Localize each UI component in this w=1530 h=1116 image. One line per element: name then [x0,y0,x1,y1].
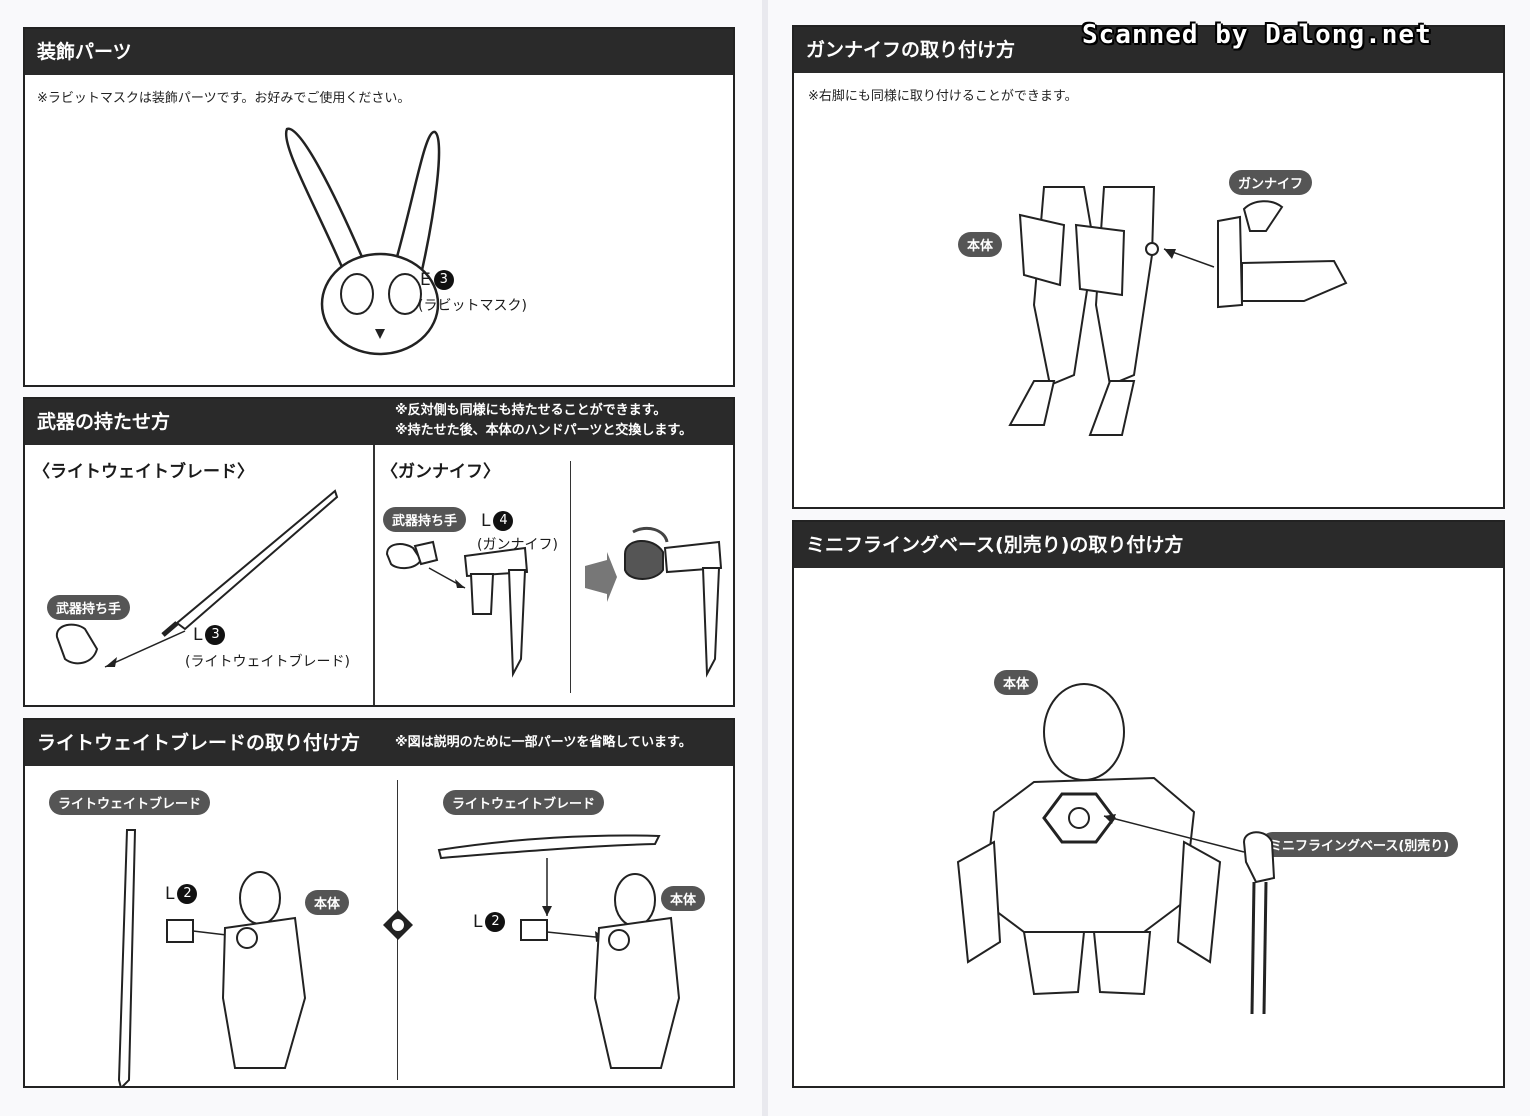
blade-part-name: (ライトウェイトブレード) [185,654,350,670]
blade-attach-title: ライトウェイトブレードの取り付け方 [25,720,733,766]
gun-hand-tag: 武器持ち手 [383,507,467,532]
blade-hold-illustration [55,489,339,668]
gunknife-attach-note: ※右脚にも同様に取り付けることができます。 [808,89,1078,104]
flying-base-body-tag: 本体 [994,670,1039,695]
blade-hand-tag: 武器持ち手 [47,595,131,620]
part-number: 3 [205,625,226,645]
flying-base-panel: ミニフライングベース(別売り)の取り付け方 本体 ミニフライングベース(別売り) [792,520,1505,1088]
gun-hold-illustration [385,526,723,678]
blade-attach-right-blade-tag: ライトウェイトブレード [443,790,605,815]
blade-attach-right-illustration [437,834,681,1069]
gun-step-divider [570,461,571,693]
legs-gunknife-illustration [1008,186,1348,436]
gun-part-name: (ガンナイフ) [477,537,558,553]
blade-attach-right-body-tag: 本体 [661,886,706,911]
flying-base-title: ミニフライングベース(別売り)の取り付け方 [794,522,1503,568]
decor-parts-note: ※ラビットマスクは装飾パーツです。お好みでご使用ください。 [37,91,411,106]
gun-subtitle: 〈ガンナイフ〉 [381,462,500,482]
scan-watermark: Scanned by Dalong.net [1082,20,1432,50]
blade-attach-left-body-tag: 本体 [305,890,350,915]
blade-attach-note: ※図は説明のために一部パーツを省略しています。 [395,735,692,750]
part-letter: L [165,884,175,904]
weapon-hold-note-2: ※持たせた後、本体のハンドパーツと交換します。 [395,423,693,438]
part-letter: L [481,511,491,531]
blade-attach-left-illustration [117,829,307,1086]
part-number: 2 [177,884,198,904]
decor-parts-title: 装飾パーツ [25,29,733,75]
flying-base-illustration [956,683,1276,1015]
weapon-hold-panel: 武器の持たせ方 ※反対側も同様にも持たせることができます。 ※持たせた後、本体の… [23,397,735,707]
rabbit-mask-illustration [284,127,441,356]
part-letter: L [193,625,203,645]
part-number: 3 [433,270,454,290]
part-letter: E [420,270,431,290]
decor-part-name: (ラビットマスク) [418,298,527,314]
gunknife-attach-title: ガンナイフの取り付け方 [794,27,1503,73]
blade-attach-left-blade-tag: ライトウェイトブレード [49,790,211,815]
weapon-hold-divider [373,445,375,705]
weapon-hold-note-1: ※反対側も同様にも持たせることができます。 [395,403,667,418]
weapon-hold-title: 武器の持たせ方 [25,399,733,445]
part-number: 4 [493,511,514,531]
part-letter: L [473,912,483,932]
blade-attach-panel: ライトウェイトブレードの取り付け方 ※図は説明のために一部パーツを省略しています… [23,718,735,1088]
gunknife-tag: ガンナイフ [1229,170,1313,195]
blade-subtitle: 〈ライトウェイトブレード〉 [33,462,254,482]
part-number: 2 [485,912,506,932]
gunknife-body-tag: 本体 [958,232,1003,257]
alternate-step-icon [383,910,413,940]
page-gutter [762,0,768,1116]
gunknife-attach-panel: ガンナイフの取り付け方 ※右脚にも同様に取り付けることができます。 ガンナイフ … [792,25,1505,509]
flying-base-tag: ミニフライングベース(別売り) [1260,832,1459,857]
